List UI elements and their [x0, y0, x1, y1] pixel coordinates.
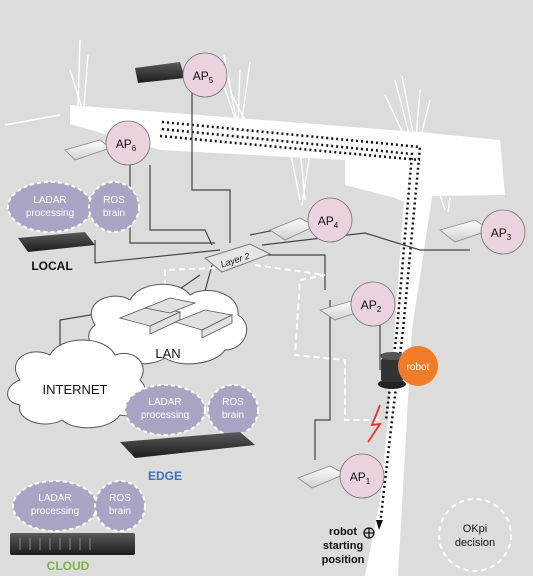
ap2-node: AP2 — [350, 281, 396, 327]
lan-link — [164, 267, 216, 290]
svg-text:OKpi: OKpi — [463, 523, 487, 535]
svg-text:ROS: ROS — [109, 493, 131, 504]
svg-text:AP5: AP5 — [193, 69, 214, 85]
svg-text:robot: robot — [329, 526, 357, 538]
start-position: robot starting position — [322, 526, 375, 566]
ap-circles: AP1 AP2 AP3 AP4 AP5 AP6 — [105, 52, 526, 499]
svg-text:brain: brain — [222, 410, 244, 421]
svg-text:AP1: AP1 — [350, 470, 371, 486]
svg-text:AP6: AP6 — [116, 137, 137, 153]
wireless-link — [254, 264, 380, 421]
ap4-node: AP4 — [307, 197, 353, 243]
robot-path — [159, 120, 422, 526]
svg-text:AP3: AP3 — [491, 226, 512, 242]
okpi-decision: OKpi decision — [438, 498, 512, 572]
edge-server — [120, 432, 255, 458]
svg-text:processing: processing — [26, 208, 74, 219]
local-title: LOCAL — [31, 259, 72, 273]
svg-text:ROS: ROS — [222, 397, 244, 408]
robot-label: robot — [407, 362, 430, 373]
ap6-node: AP6 — [105, 120, 151, 166]
lidar-scan-noise — [4, 39, 451, 213]
svg-text:AP2: AP2 — [361, 298, 382, 314]
svg-text:brain: brain — [103, 208, 125, 219]
svg-text:brain: brain — [109, 506, 131, 517]
robot: robot — [378, 346, 438, 389]
local-server — [18, 232, 95, 252]
cloud-server — [10, 533, 135, 555]
edge-title: EDGE — [148, 469, 182, 483]
lan-cloud: LAN — [88, 283, 248, 365]
robot-badge — [398, 346, 438, 386]
ap1-node: AP1 — [339, 453, 385, 499]
svg-text:processing: processing — [31, 506, 79, 517]
wireless-signal-icon — [367, 404, 382, 443]
ap3-node: AP3 — [480, 209, 526, 255]
lan-label: LAN — [155, 346, 180, 361]
ap5-node: AP5 — [182, 52, 228, 98]
ap5-server — [135, 62, 185, 83]
internet-cloud: INTERNET — [7, 339, 147, 429]
internet-label: INTERNET — [43, 382, 108, 397]
lan-switches — [118, 297, 234, 339]
cloud-title: CLOUD — [47, 559, 90, 573]
local-group: LADAR processing ROS brain LOCAL — [7, 181, 140, 273]
svg-text:LADAR: LADAR — [33, 195, 66, 206]
svg-text:AP4: AP4 — [318, 214, 339, 230]
path-arrow-icon — [376, 520, 383, 530]
edge-group: LADAR processing ROS brain EDGE — [120, 384, 259, 483]
cloud-group: LADAR processing ROS brain CLOUD — [10, 480, 146, 573]
svg-text:decision: decision — [455, 537, 495, 549]
svg-text:LADAR: LADAR — [38, 493, 71, 504]
svg-text:starting: starting — [323, 540, 363, 552]
svg-text:LADAR: LADAR — [148, 397, 181, 408]
svg-text:ROS: ROS — [103, 195, 125, 206]
svg-text:processing: processing — [141, 410, 189, 421]
svg-text:position: position — [322, 554, 365, 566]
